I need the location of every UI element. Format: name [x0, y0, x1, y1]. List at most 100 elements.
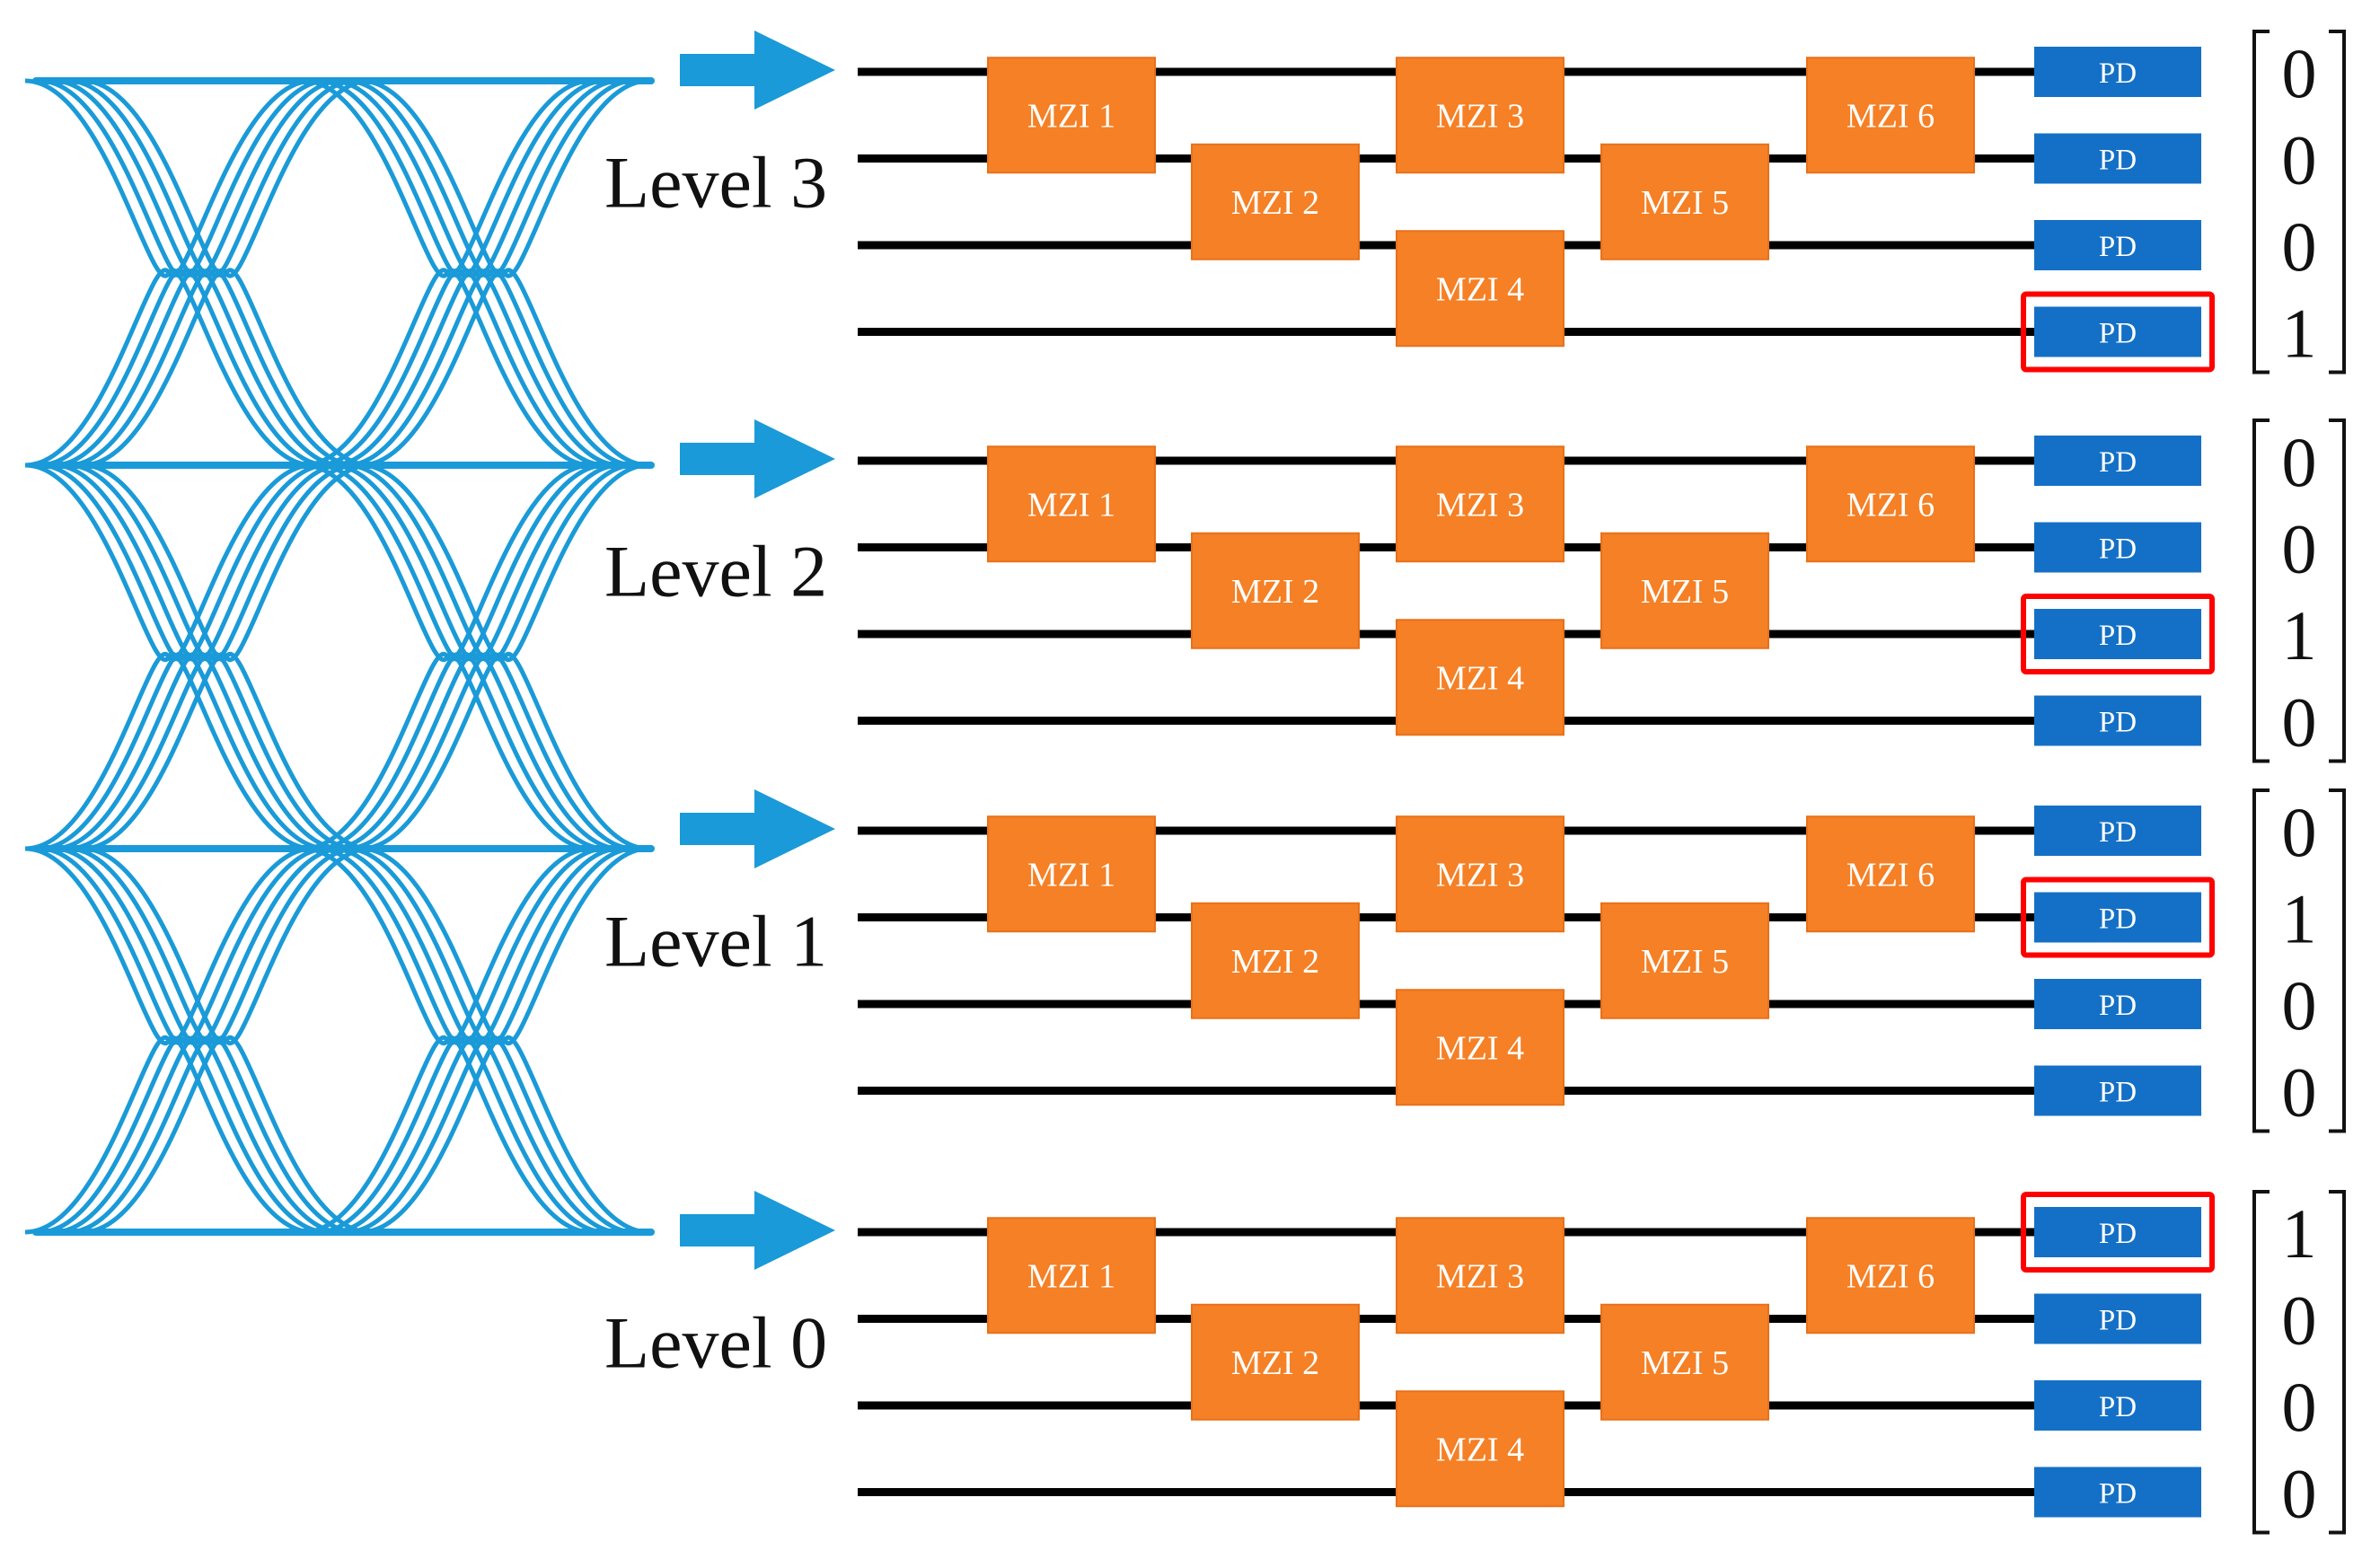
photodetector: PD [2021, 876, 2215, 958]
pd-box [2034, 1380, 2201, 1431]
mzi-block: MZI 2 [1191, 1303, 1360, 1421]
pd-label: PD [2099, 990, 2137, 1022]
mzi-label: MZI 5 [1641, 184, 1729, 222]
mzi-block: MZI 6 [1806, 1217, 1975, 1335]
output-vector-entry: 0 [2282, 34, 2317, 112]
eye-transition-curve [360, 462, 649, 851]
pd-box [2034, 306, 2201, 357]
mzi-box [1191, 532, 1360, 649]
pd-label: PD [2099, 231, 2137, 263]
pd-box [2034, 1207, 2201, 1257]
mzi-label: MZI 5 [1641, 943, 1729, 981]
pd-box [2034, 609, 2201, 659]
mzi-label: MZI 2 [1231, 184, 1319, 222]
eye-transition-curve [24, 78, 313, 468]
output-vector-entry: 0 [2282, 683, 2317, 762]
eye-transition-curve [53, 462, 342, 851]
output-vector-entry: 0 [2282, 510, 2317, 588]
eye-diagram [24, 77, 655, 1236]
mzi-box [1600, 143, 1769, 260]
output-vector-entry: 0 [2282, 207, 2317, 286]
pd-label: PD [2099, 1218, 2137, 1250]
level-blocks: Level 3 MZI 1 MZI 2 MZI 3 MZI 4 MZI 5 MZI 6 PD P… [604, 30, 2346, 1535]
output-vector-entry: 0 [2282, 1368, 2317, 1446]
input-arrow-icon [680, 419, 835, 498]
eye-transition-curve [67, 78, 357, 468]
photodetector: PD [2034, 220, 2201, 270]
mzi-block: MZI 3 [1396, 57, 1565, 174]
eye-transition-curve [24, 846, 313, 1235]
mzi-block: MZI 6 [1806, 815, 1975, 933]
pd-label: PD [2099, 533, 2137, 566]
mzi-box [987, 57, 1156, 174]
pd-box [2034, 979, 2201, 1029]
mzi-label: MZI 1 [1027, 856, 1115, 894]
mzi-block: MZI 3 [1396, 815, 1565, 933]
pd-label: PD [2099, 1391, 2137, 1423]
eye-transition-curve [317, 78, 606, 468]
pd-box [2034, 1467, 2201, 1518]
mzi-block: MZI 3 [1396, 445, 1565, 563]
mzi-label: MZI 4 [1436, 270, 1524, 308]
mzi-box [1396, 1390, 1565, 1508]
pd-box [2034, 892, 2201, 943]
eye-transition-curve [39, 846, 328, 1235]
mzi-label: MZI 3 [1436, 856, 1524, 894]
photodetector: PD [2034, 979, 2201, 1029]
output-vector-entry: 1 [2282, 295, 2317, 373]
mzi-box [1396, 815, 1565, 933]
mzi-block: MZI 2 [1191, 902, 1360, 1019]
mzi-block: MZI 2 [1191, 143, 1360, 260]
pd-label: PD [2099, 816, 2137, 849]
mzi-block: MZI 4 [1396, 230, 1565, 348]
mzi-label: MZI 6 [1847, 486, 1935, 524]
right-bracket [2329, 788, 2346, 1133]
eye-transition-curve [53, 846, 342, 1235]
left-bracket [2252, 418, 2270, 763]
eye-transition-curve [303, 462, 592, 851]
mzi-block: MZI 1 [987, 445, 1156, 563]
mzi-label: MZI 3 [1436, 1257, 1524, 1295]
input-arrow-icon [680, 31, 835, 110]
pd-label: PD [2099, 903, 2137, 936]
eye-transition-curve [67, 846, 357, 1235]
level-label: Level 3 [604, 142, 827, 224]
right-bracket [2329, 1190, 2346, 1535]
photodetector: PD [2021, 594, 2215, 674]
pd-box [2034, 47, 2201, 97]
right-bracket [2329, 418, 2346, 763]
eye-transition-curve [82, 78, 371, 468]
photodetector: PD [2034, 1380, 2201, 1431]
pd-label: PD [2099, 1478, 2137, 1511]
active-output-highlight [2021, 1192, 2215, 1273]
left-bracket [2252, 1190, 2270, 1535]
mzi-block: MZI 4 [1396, 1390, 1565, 1508]
mzi-box [1396, 57, 1565, 174]
eye-transition-curve [360, 846, 649, 1235]
active-output-highlight [2021, 594, 2215, 674]
mzi-label: MZI 6 [1847, 1257, 1935, 1295]
pd-label: PD [2099, 1305, 2137, 1337]
level-label: Level 2 [604, 531, 827, 612]
mzi-box [1396, 230, 1565, 348]
pd-label: PD [2099, 620, 2137, 652]
level-label: Level 0 [604, 1302, 827, 1384]
mzi-label: MZI 5 [1641, 573, 1729, 611]
mzi-box [1191, 1303, 1360, 1421]
eye-transition-curve [303, 78, 592, 468]
eye-transition-curve [317, 462, 606, 851]
eye-transition-curve [24, 462, 313, 851]
pd-box [2034, 1293, 2201, 1344]
eye-transition-curve [303, 846, 592, 1235]
pd-box [2034, 806, 2201, 856]
output-vector-entry: 1 [2282, 880, 2317, 958]
mzi-label: MZI 6 [1847, 856, 1935, 894]
eye-transition-curve [82, 462, 371, 851]
photodetector: PD [2034, 1293, 2201, 1344]
mzi-block: MZI 1 [987, 815, 1156, 933]
eye-transition-curve [82, 846, 371, 1235]
pd-box [2034, 695, 2201, 746]
input-arrow-icon [680, 789, 835, 868]
eye-transition-curve [53, 78, 342, 468]
eye-transition-curve [346, 78, 635, 468]
